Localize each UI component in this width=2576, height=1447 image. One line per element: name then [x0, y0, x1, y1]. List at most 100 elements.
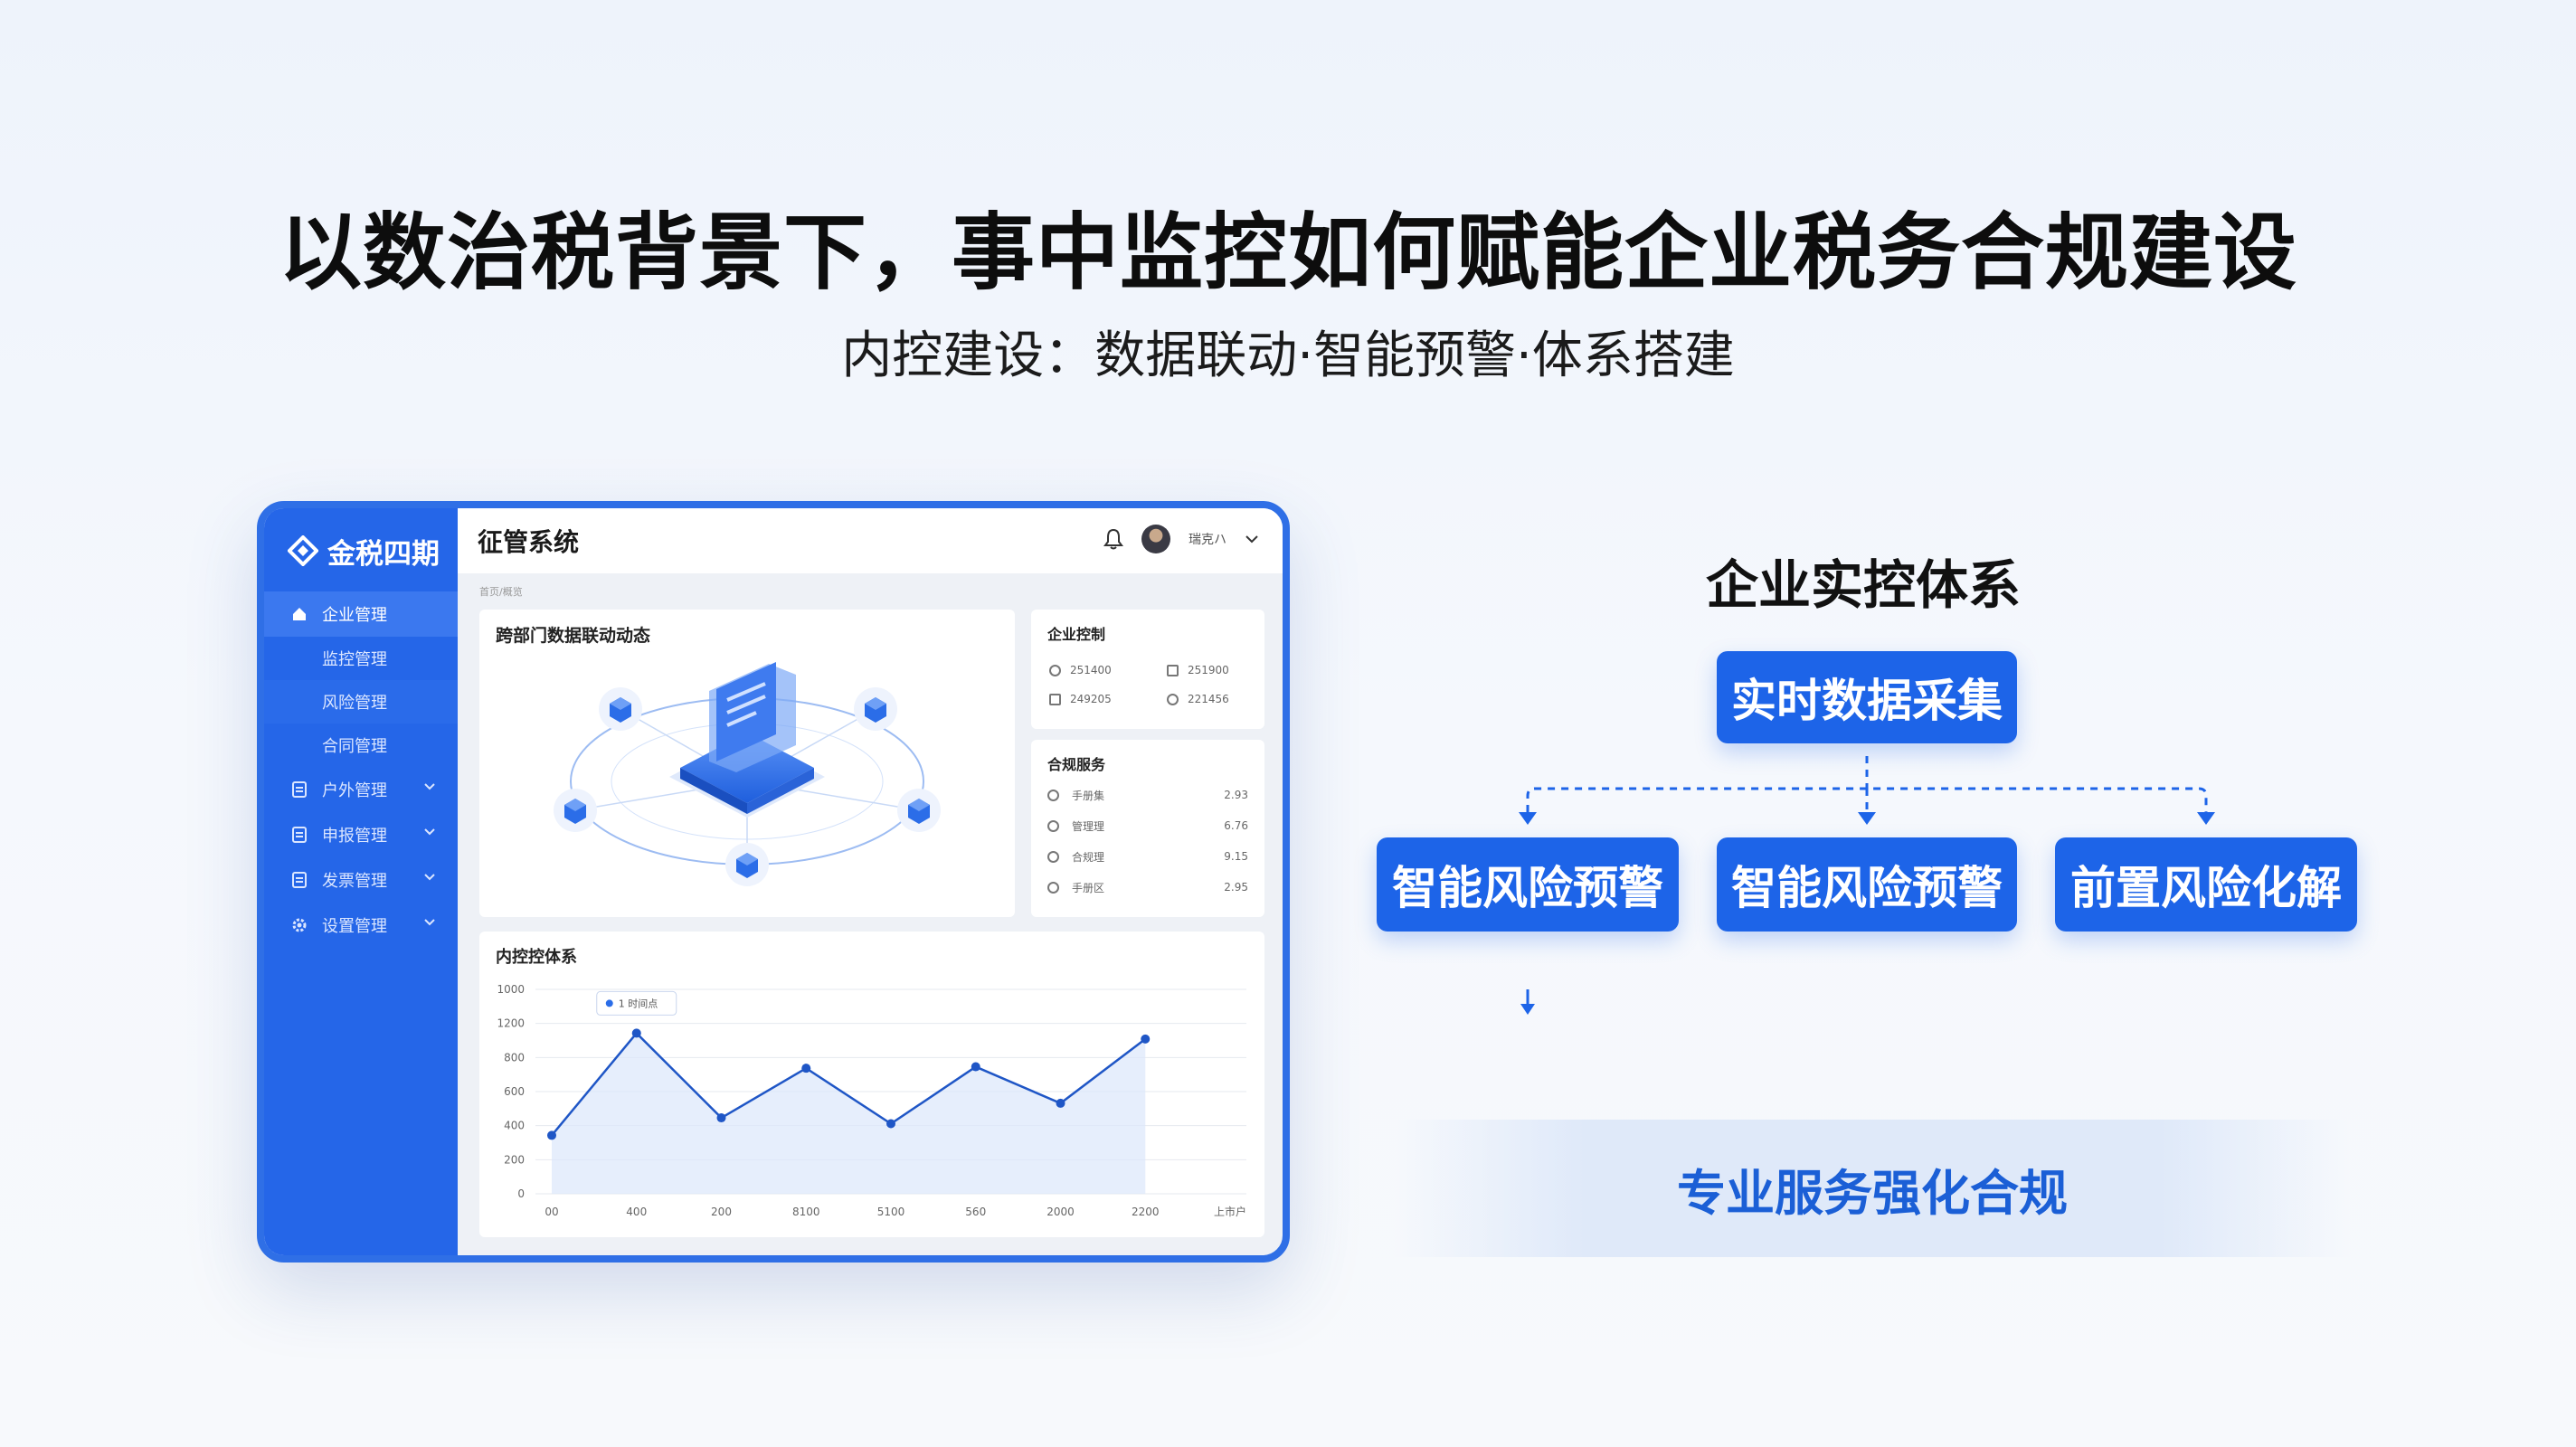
sidebar-item-label: 监控管理 [322, 650, 387, 669]
app-title: 征管系统 [478, 527, 580, 557]
sidebar-item[interactable]: 监控管理 [264, 637, 458, 680]
y-tick-label: 1000 [497, 983, 525, 996]
circle-icon [1049, 664, 1061, 676]
card-title: 合规服务 [1047, 756, 1106, 773]
data-point[interactable] [716, 1113, 726, 1123]
sidebar-item[interactable]: 户外管理 [264, 767, 458, 812]
user-area: 瑞克ハ [1103, 525, 1259, 553]
circle-icon [1047, 881, 1059, 894]
x-tick-label: 5100 [877, 1206, 905, 1218]
risk-resolution-box: 前置风险化解 [2055, 837, 2357, 932]
x-tick-label: 2200 [1132, 1206, 1160, 1218]
avatar[interactable] [1141, 525, 1170, 553]
data-point[interactable] [1056, 1098, 1065, 1108]
series-line [551, 1031, 1147, 1137]
svg-text:1 时间点: 1 时间点 [619, 998, 658, 1009]
card-title: 内控控体系 [496, 948, 577, 967]
topbar: 征管系统 瑞克ハ [458, 508, 1283, 573]
chevron-down-icon [424, 919, 435, 926]
sidebar-item-label: 风险管理 [322, 694, 387, 713]
data-point[interactable] [631, 1028, 641, 1038]
y-tick-label: 400 [504, 1120, 525, 1132]
chevron-down-icon[interactable] [1245, 534, 1259, 544]
brand-logo[interactable]: 金税四期 [288, 528, 440, 573]
card-title: 企业控制 [1047, 626, 1106, 643]
gear-icon [291, 917, 308, 933]
node-cube [554, 789, 597, 832]
y-tick-label: 1200 [497, 1017, 525, 1030]
sidebar-item[interactable]: 申报管理 [264, 812, 458, 857]
x-tick-label: 200 [711, 1206, 732, 1218]
stat-item: 251900 [1167, 664, 1229, 676]
data-linkage-card: 跨部门数据联动动态 [479, 610, 1015, 917]
risk-warning-box: 智能风险预警 [1717, 837, 2017, 932]
sidebar-item-label: 发票管理 [322, 872, 387, 891]
headline: 以数治税背景下，事中监控如何赋能企业税务合规建设 [278, 204, 2297, 301]
arrow-head [1519, 812, 1537, 825]
sidebar-item-label: 申报管理 [322, 827, 387, 846]
home-icon [291, 606, 308, 622]
x-tick-label: 2000 [1046, 1206, 1075, 1218]
node-cube [854, 687, 897, 731]
arrow-head [2197, 812, 2215, 825]
sidebar-item-label: 设置管理 [322, 917, 387, 936]
node-cube [599, 687, 642, 731]
data-point[interactable] [971, 1062, 980, 1072]
compliance-band: 专业服务强化合规 [1393, 1120, 2352, 1257]
node-cube [897, 789, 941, 832]
doc-icon [1049, 693, 1061, 705]
sidebar-item[interactable]: 风险管理 [264, 680, 458, 724]
sidebar-item[interactable]: 发票管理 [264, 857, 458, 903]
dashboard-mockup: 金税四期 企业管理监控管理风险管理合同管理户外管理申报管理发票管理设置管理 征管… [257, 501, 1290, 1263]
enterprise-control-card: 企业控制 251400 251900 249205 221456 [1031, 610, 1264, 729]
circle-icon [1047, 789, 1059, 801]
data-point[interactable] [1141, 1034, 1151, 1044]
arrow-head [1520, 1004, 1535, 1015]
stat-item: 251400 [1049, 664, 1112, 676]
y-tick-label: 200 [504, 1153, 525, 1166]
data-point[interactable] [801, 1064, 811, 1073]
x-tick-label: 00 [545, 1206, 558, 1218]
breadcrumb: 首页/概览 [479, 586, 523, 598]
chevron-down-icon [424, 828, 435, 836]
sidebar-item[interactable]: 合同管理 [264, 724, 458, 767]
doc-icon [291, 827, 308, 843]
x-tick-label: 400 [626, 1206, 647, 1218]
user-name[interactable]: 瑞克ハ [1189, 533, 1226, 547]
data-point[interactable] [547, 1130, 556, 1140]
chart-tooltip: 1 时间点 [596, 990, 677, 1016]
chevron-down-icon [424, 874, 435, 881]
sidebar-nav: 企业管理监控管理风险管理合同管理户外管理申报管理发票管理设置管理 [264, 591, 458, 948]
sidebar-item[interactable]: 企业管理 [264, 591, 458, 637]
data-point[interactable] [886, 1119, 895, 1129]
stat-item: 249205 [1049, 693, 1112, 705]
risk-warning-box: 智能风险预警 [1377, 837, 1679, 932]
doc-icon [1167, 664, 1179, 676]
card-title: 跨部门数据联动动态 [496, 626, 651, 646]
sidebar-item[interactable]: 设置管理 [264, 903, 458, 948]
sidebar: 金税四期 企业管理监控管理风险管理合同管理户外管理申报管理发票管理设置管理 [264, 508, 458, 1255]
y-tick-label: 800 [504, 1051, 525, 1064]
y-tick-label: 0 [517, 1187, 525, 1200]
subheadline: 内控建设：数据联动·智能预警·体系搭建 [841, 326, 1735, 385]
stat-item: 221456 [1167, 693, 1229, 705]
bell-icon[interactable] [1103, 528, 1123, 550]
series-area [552, 1033, 1146, 1194]
sidebar-item-label: 合同管理 [322, 737, 387, 756]
tax-logo-icon [288, 535, 318, 566]
arrow-head [1858, 812, 1876, 825]
y-tick-label: 600 [504, 1085, 525, 1098]
circle-icon [1047, 819, 1059, 832]
brand-name: 金税四期 [327, 537, 440, 571]
realtime-data-box: 实时数据采集 [1717, 651, 2017, 743]
node-cube [725, 843, 769, 886]
sidebar-item-label: 户外管理 [322, 781, 387, 800]
